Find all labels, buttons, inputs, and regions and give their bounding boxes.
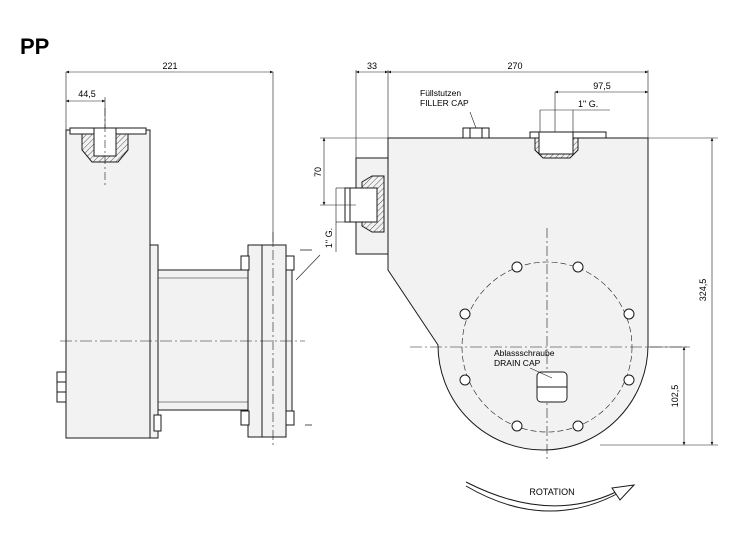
dim-thread-top: 1" G. xyxy=(578,99,598,109)
front-view-dimensions xyxy=(320,70,718,446)
flange-bolt-bottom xyxy=(240,410,295,426)
dim-overall-width-left: 221 xyxy=(162,61,177,71)
gearbox-housing xyxy=(387,137,649,451)
dim-overall-height: 324,5 xyxy=(698,279,708,302)
page-title: PP xyxy=(20,34,50,59)
front-view xyxy=(344,111,690,462)
label-rotation: ROTATION xyxy=(529,487,574,497)
label-filler-de: Füllstutzen xyxy=(420,88,461,98)
dim-thread-side: 1" G. xyxy=(324,228,334,248)
label-filler-en: FILLER CAP xyxy=(420,98,469,108)
dim-offset-right: 33 xyxy=(367,61,377,71)
label-drain-en: DRAIN CAP xyxy=(494,358,541,368)
rotation-arrow-icon xyxy=(465,485,625,512)
dim-overall-width-right: 270 xyxy=(507,61,522,71)
flange-bolt-top xyxy=(240,255,295,271)
side-plug xyxy=(56,371,67,403)
neck-plate xyxy=(149,244,159,439)
dim-drain-height: 102,5 xyxy=(670,385,680,408)
bolt-holes xyxy=(459,261,635,432)
shaft-tube xyxy=(157,269,249,411)
filler-cap xyxy=(462,127,490,139)
housing-block xyxy=(65,129,151,439)
dim-port-offset-right: 97,5 xyxy=(593,81,611,91)
side-view-dimensions xyxy=(65,70,274,245)
dim-bore-offset-left: 44,5 xyxy=(78,89,96,99)
label-drain-de: Ablassschraube xyxy=(494,348,555,358)
top-port xyxy=(538,131,574,155)
side-view xyxy=(56,108,321,445)
dim-height-side-port: 70 xyxy=(313,167,323,177)
